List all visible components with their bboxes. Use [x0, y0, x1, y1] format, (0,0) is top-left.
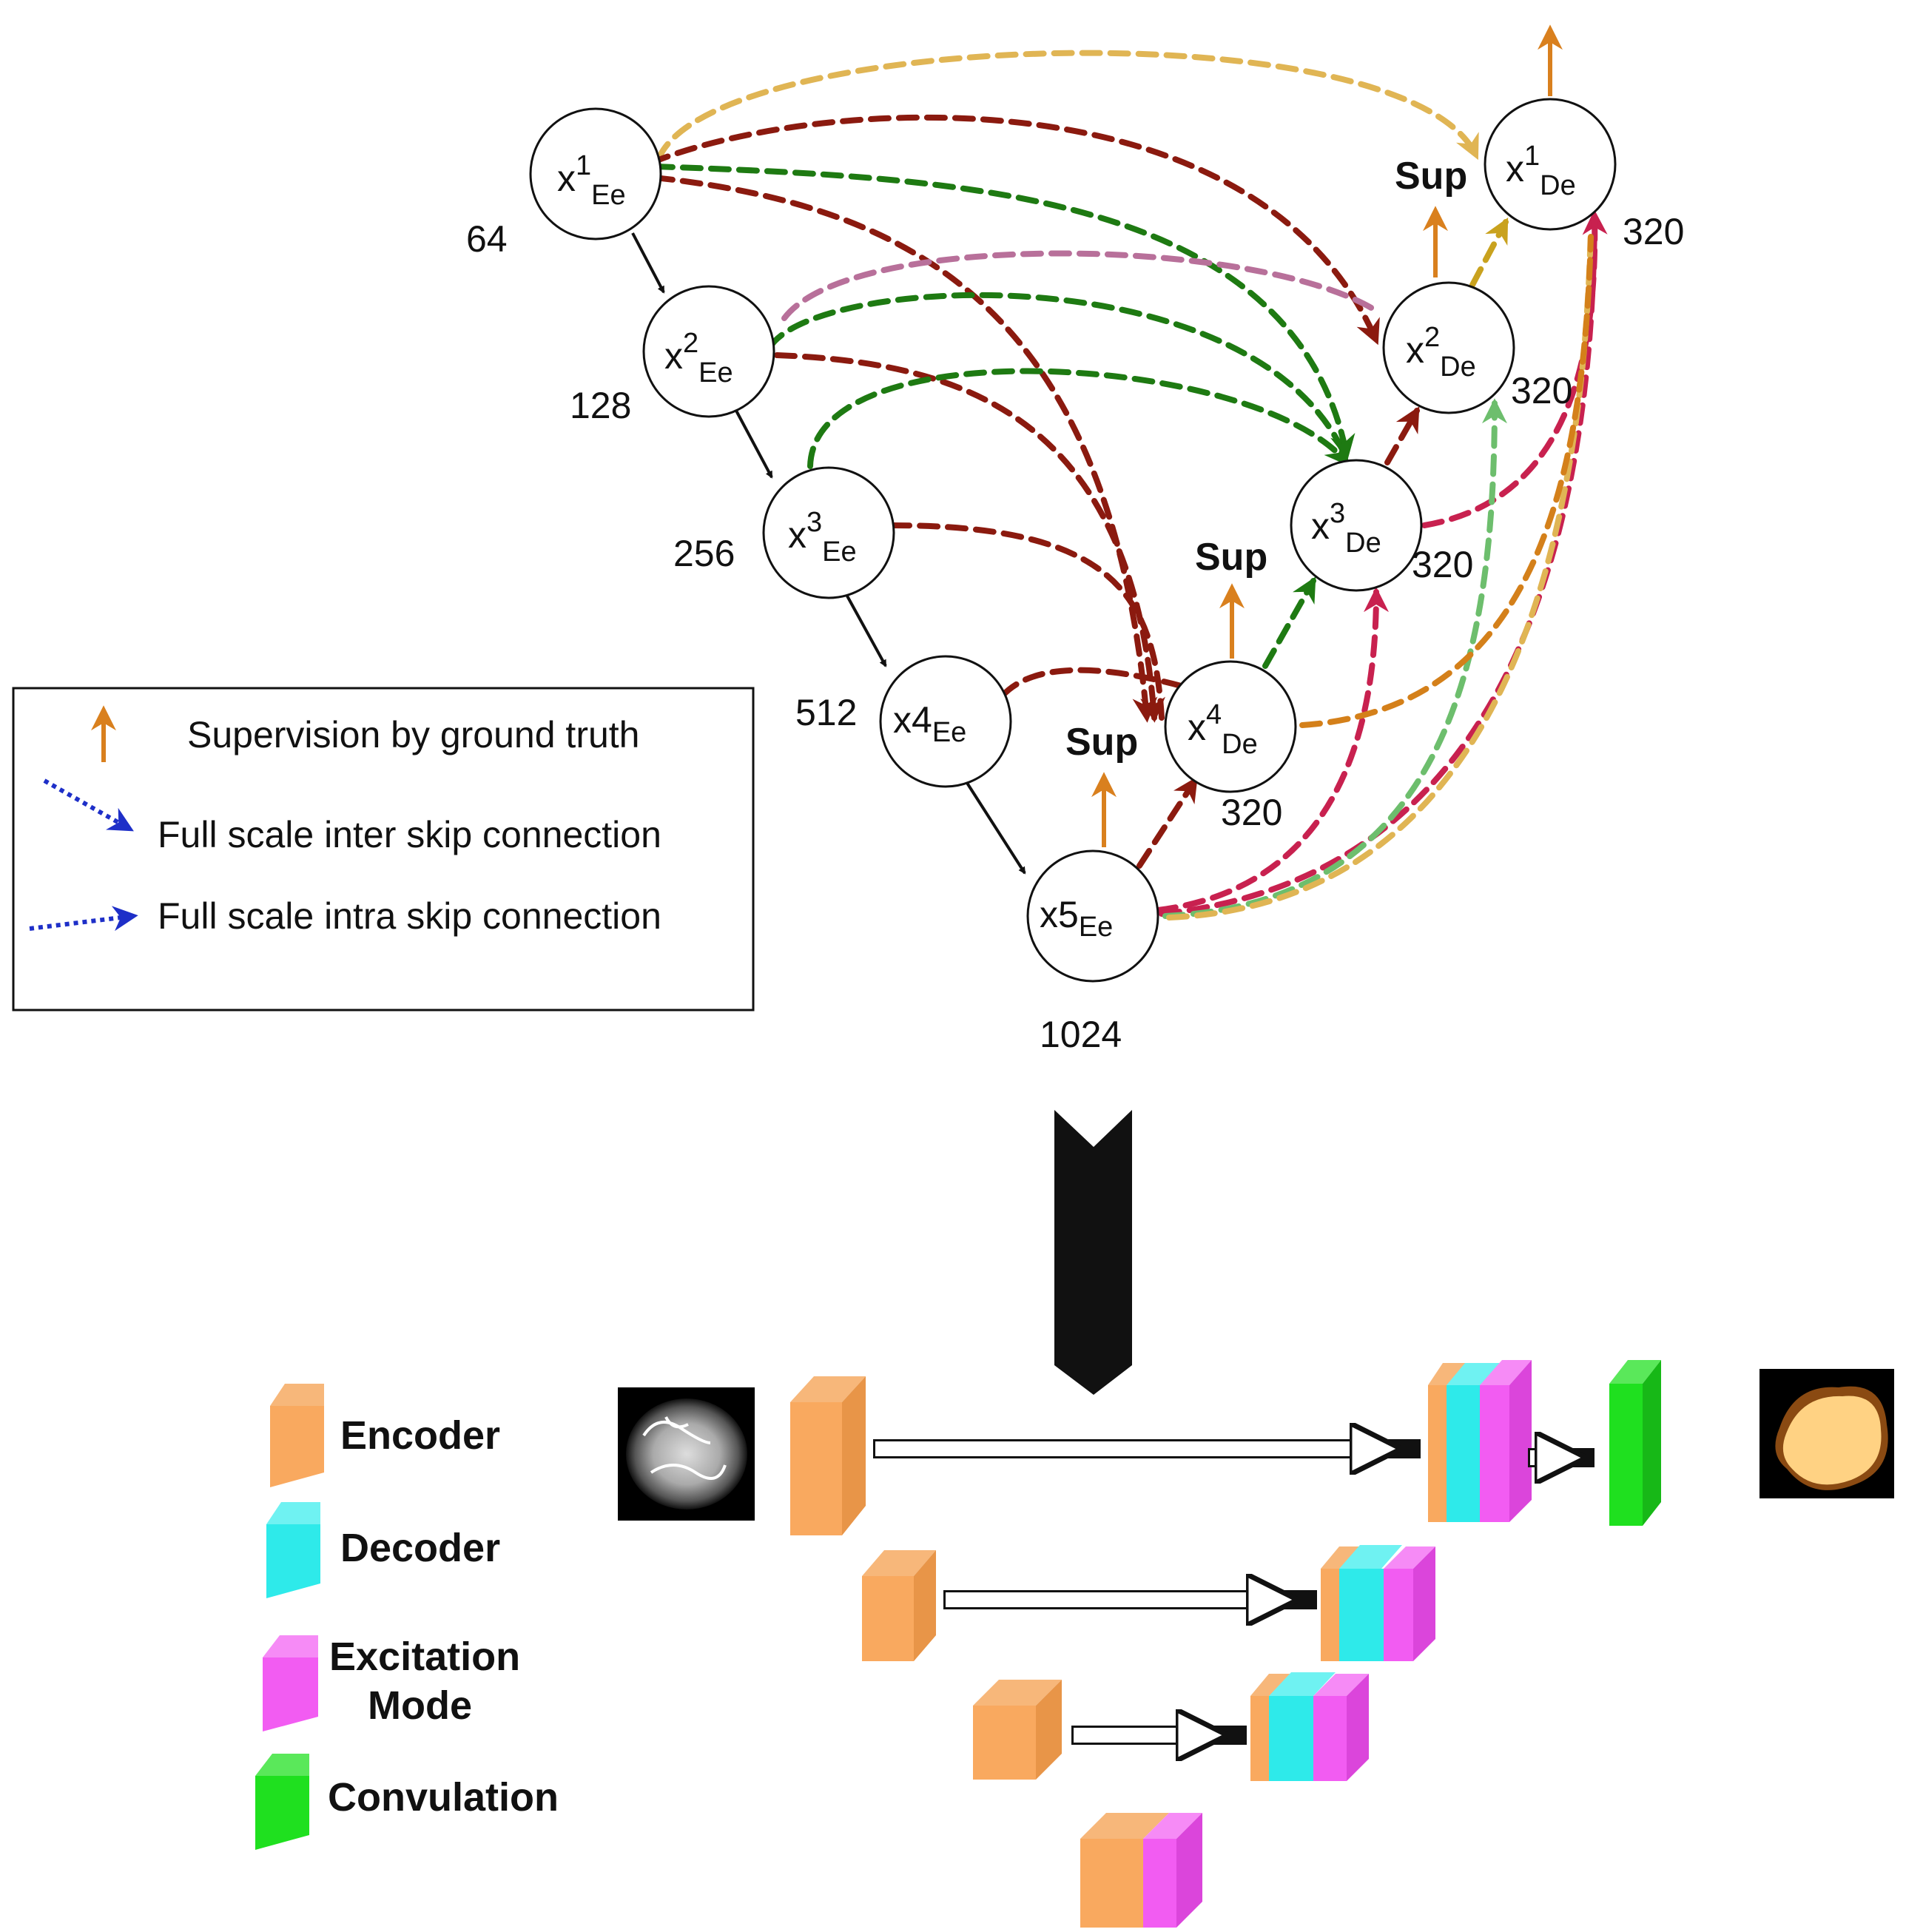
chevron-down-arrow-icon	[1054, 1110, 1132, 1395]
key-convolution-swatch	[255, 1754, 309, 1850]
key-encoder-label: Encoder	[340, 1413, 500, 1458]
skip-e1-d3	[652, 164, 1356, 460]
key-convolution-label: Convulation	[328, 1775, 559, 1820]
node-labels: x1Ee x2Ee x3Ee x4Ee x5Ee x4De x3De x2De …	[557, 141, 1576, 943]
legend: Supervision by ground truth Full scale i…	[12, 687, 755, 1012]
skip-e3-d4	[889, 522, 1165, 721]
nodes	[529, 98, 1617, 983]
key-excitation-swatch	[263, 1635, 318, 1731]
skip-e5-d1	[1159, 219, 1597, 917]
block-key: Encoder Decoder Excitation Mode Convulat…	[255, 1384, 559, 1850]
skip-e5-d2	[1162, 398, 1507, 919]
dec-stack-3	[1250, 1672, 1369, 1781]
channels-d1: 320	[1623, 211, 1684, 252]
skip-e3-d3	[807, 368, 1350, 469]
down-e1-e2	[631, 232, 665, 294]
node-e5	[1026, 849, 1159, 983]
enc-block-2	[862, 1550, 936, 1661]
channels-e2: 128	[570, 385, 631, 426]
channels-e1: 64	[466, 218, 508, 260]
legend-intra-label: Full scale intra skip connection	[158, 895, 661, 937]
label-e2: x2Ee	[664, 328, 733, 388]
label-d2: x2De	[1406, 322, 1476, 383]
node-e2	[642, 285, 775, 418]
skip-d2-d1	[1469, 217, 1509, 288]
label-d3: x3De	[1311, 498, 1381, 559]
skip-e2-d2	[781, 250, 1379, 321]
label-d1: x1De	[1506, 141, 1576, 201]
enc-block-1	[790, 1376, 866, 1535]
skip-d4-d3	[1262, 576, 1316, 669]
enc-block-3	[973, 1680, 1062, 1780]
block-architecture	[618, 1360, 1894, 1928]
node-d1	[1484, 98, 1617, 231]
node-e1	[529, 107, 662, 240]
input-image-icon	[618, 1387, 755, 1521]
sup-labels: Sup Sup Sup	[1065, 155, 1467, 764]
node-e4	[879, 655, 1012, 788]
channels-d4: 320	[1221, 792, 1282, 833]
label-e1: x1Ee	[557, 150, 626, 211]
key-excitation-label-2: Mode	[368, 1683, 472, 1728]
legend-box	[12, 687, 755, 1012]
skip-d3-d2	[1384, 406, 1420, 465]
skip-e2-d4	[774, 352, 1165, 723]
label-d4: x4De	[1188, 699, 1258, 760]
supervision-arrows	[1091, 24, 1563, 847]
channels-e3: 256	[673, 533, 735, 574]
channel-numbers: 64 128 256 512 1024 320 320 320 320	[466, 211, 1684, 1055]
node-d2	[1382, 281, 1515, 414]
channels-d2: 320	[1511, 370, 1572, 411]
label-e5: x5Ee	[1040, 894, 1113, 943]
skip-connections	[648, 50, 1608, 920]
node-e3	[762, 466, 895, 599]
down-e4-e5	[964, 779, 1026, 875]
label-e3: x3Ee	[788, 507, 857, 568]
skip-d4-d1	[1299, 234, 1594, 728]
skip-e1-d4	[652, 175, 1158, 723]
sup-label-d3: Sup	[1195, 536, 1267, 579]
legend-inter-icon	[43, 778, 134, 832]
key-decoder-swatch	[266, 1502, 320, 1598]
dec-stack-2	[1321, 1545, 1435, 1661]
skip-e1-d1	[656, 50, 1479, 162]
output-image-icon	[1759, 1369, 1894, 1498]
node-d4	[1164, 660, 1297, 793]
channels-e5: 1024	[1040, 1014, 1122, 1055]
sup-label-e5: Sup	[1065, 721, 1138, 764]
legend-inter-label: Full scale inter skip connection	[158, 814, 661, 855]
dec-stack-1	[1428, 1360, 1532, 1522]
label-e4: x4Ee	[893, 699, 966, 748]
bottom-block	[1080, 1813, 1202, 1928]
sup-label-d1: Sup	[1395, 155, 1467, 198]
key-decoder-label: Decoder	[340, 1526, 500, 1570]
key-excitation-label-1: Excitation	[329, 1635, 520, 1679]
down-e2-e3	[735, 410, 773, 479]
skip-e1-d2	[648, 114, 1380, 346]
channels-e4: 512	[795, 692, 857, 733]
down-e3-e4	[843, 591, 887, 667]
conv-block	[1609, 1360, 1661, 1526]
legend-supervision-label: Supervision by ground truth	[187, 714, 639, 755]
skip-e5-d4	[1136, 776, 1198, 869]
node-d3	[1290, 459, 1423, 592]
encoder-path	[631, 232, 1026, 875]
channels-d3: 320	[1412, 544, 1473, 585]
skip-e2-d3	[767, 292, 1350, 462]
key-encoder-swatch	[270, 1384, 324, 1487]
skip-e5-d3	[1155, 587, 1389, 913]
